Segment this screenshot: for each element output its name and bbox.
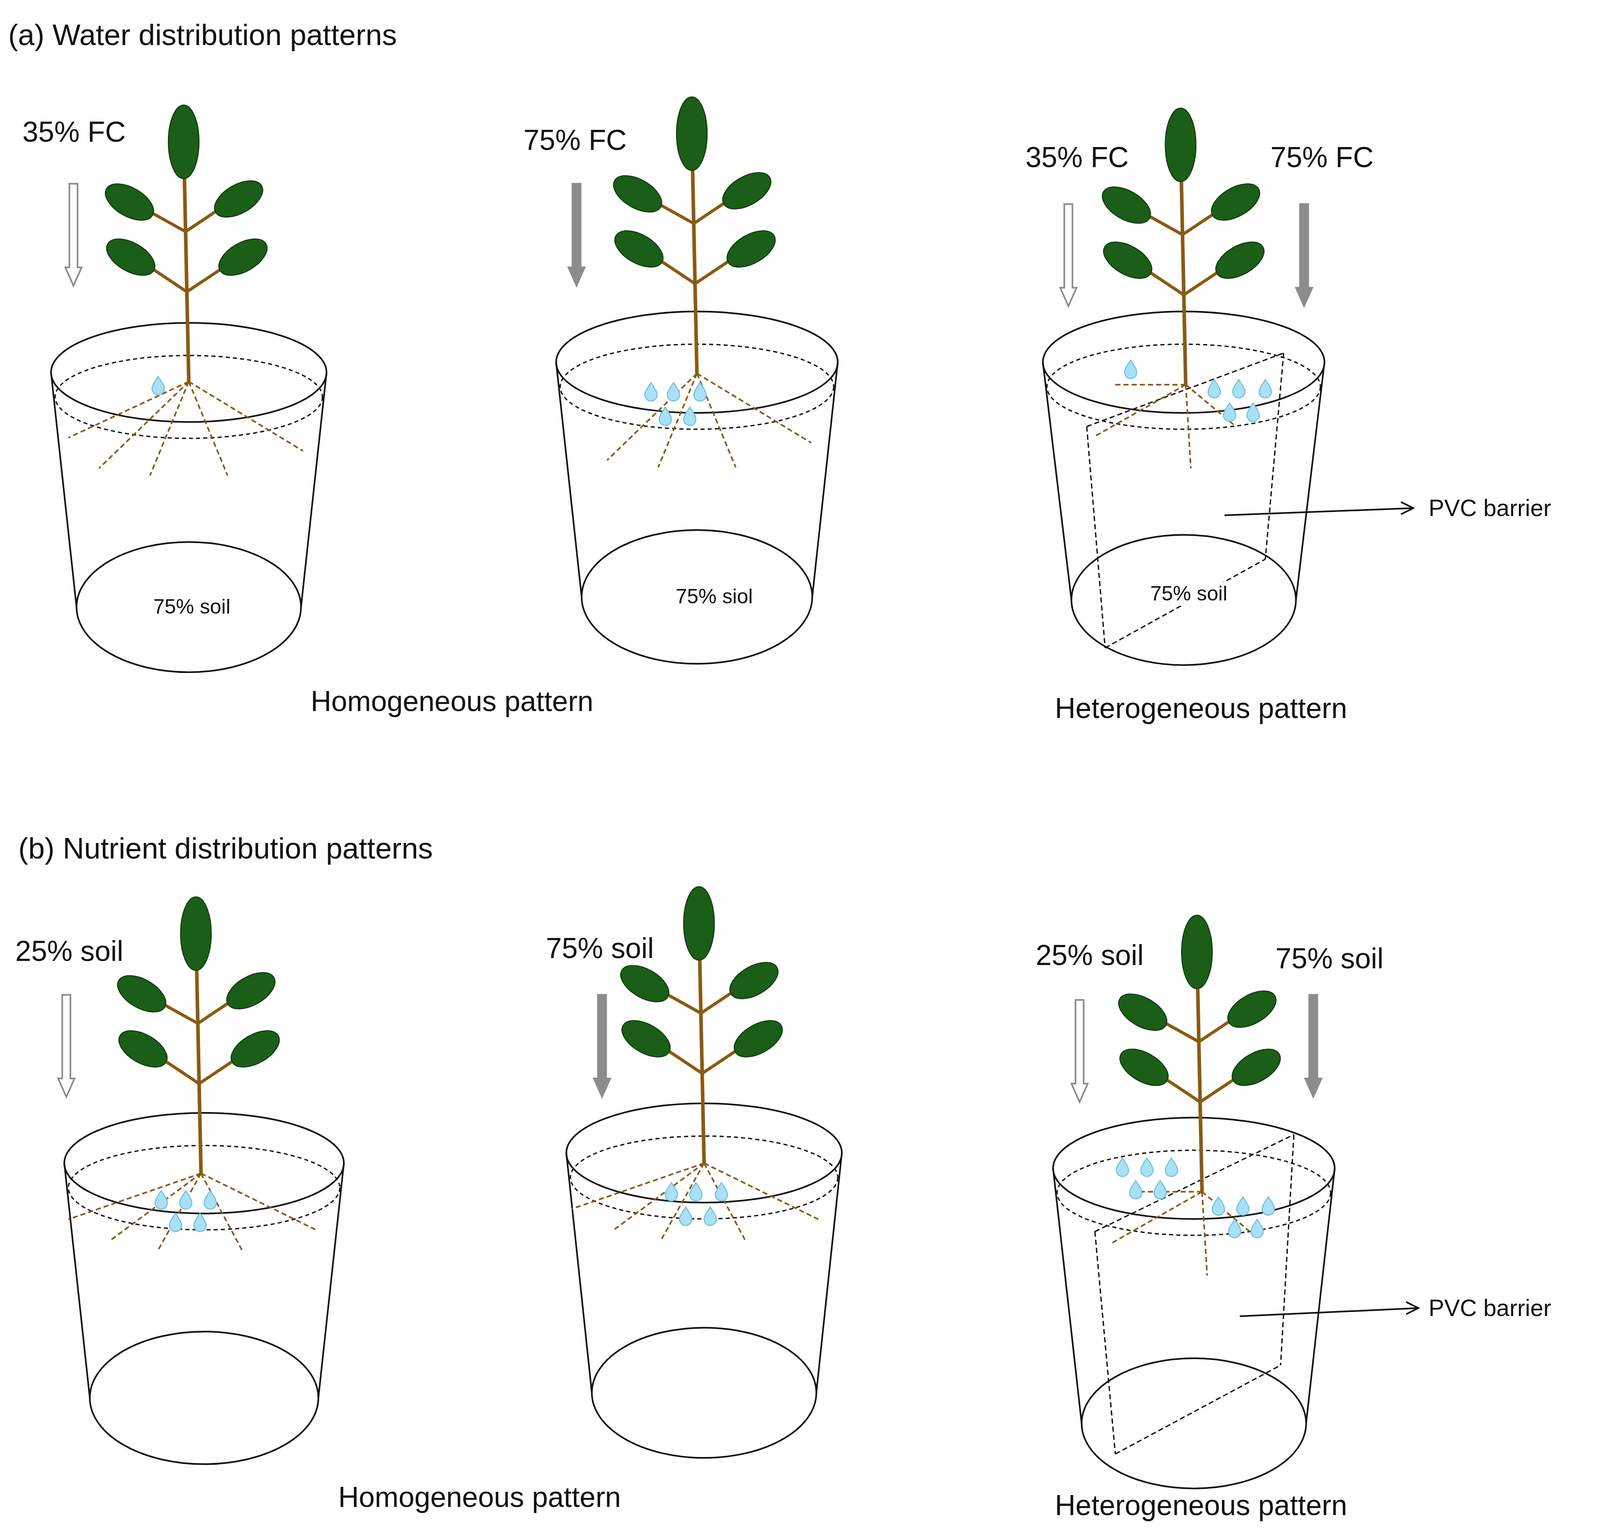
water-drop: [715, 1182, 728, 1202]
hollow-arrow: [65, 183, 82, 286]
hollow-arrow: [58, 994, 75, 1097]
soil-label: 75% soil: [1148, 582, 1230, 606]
leader-arrow: [1224, 508, 1414, 516]
treatment-label: 25% soil: [13, 935, 126, 969]
soil-label: 75% siol: [673, 585, 755, 609]
leader-head: [1400, 502, 1414, 515]
water-drop: [679, 1207, 692, 1226]
filled-arrow: [1305, 994, 1322, 1097]
pvc-barrier: [1086, 353, 1284, 649]
water-drop: [1140, 1158, 1154, 1177]
treatment-label: 35% FC: [20, 116, 128, 150]
panel-heading: (b) Nutrient distribution patterns: [16, 831, 436, 866]
water-drop: [689, 1182, 703, 1202]
filled-arrow: [1296, 203, 1313, 306]
water-drop: [169, 1213, 182, 1232]
water-drop: [1212, 1196, 1225, 1216]
treatment-label: 25% soil: [1033, 939, 1146, 973]
water-drop: [1236, 1196, 1249, 1216]
water-drop: [1228, 1219, 1241, 1238]
panel-heading: (a) Water distribution patterns: [6, 18, 399, 53]
pot: [1053, 1117, 1335, 1489]
pattern-caption: Homogeneous pattern: [308, 685, 596, 719]
pattern-caption: Homogeneous pattern: [336, 1481, 624, 1515]
pattern-caption: Heterogeneous pattern: [1052, 692, 1350, 726]
water-drop: [683, 407, 696, 426]
soil-label: 75% soil: [151, 595, 233, 619]
part-name: PVC barrier: [1426, 494, 1554, 522]
water-drop: [155, 1190, 168, 1210]
water-drop: [1153, 1180, 1167, 1199]
water-drop: [1116, 1158, 1129, 1177]
hollow-arrow: [1071, 999, 1088, 1102]
filled-arrow: [568, 183, 585, 286]
treatment-label: 75% soil: [543, 932, 657, 966]
water-drop: [1124, 360, 1137, 379]
treatment-label: 75% FC: [521, 124, 629, 158]
water-drop: [1262, 1196, 1275, 1216]
water-drop: [1232, 379, 1245, 399]
plant: [607, 97, 812, 468]
plant: [68, 105, 304, 476]
water-drop: [1129, 1180, 1143, 1199]
leader-arrow: [1239, 1308, 1419, 1317]
hollow-arrow: [1060, 203, 1077, 306]
treatment-label: 75% soil: [1273, 942, 1386, 976]
water-drop: [704, 1207, 717, 1226]
treatment-label: 35% FC: [1023, 141, 1131, 175]
water-drop: [644, 382, 658, 402]
water-drop: [693, 382, 707, 402]
water-drop: [151, 376, 165, 395]
water-drop: [1259, 379, 1272, 399]
leader-head: [1406, 1302, 1419, 1315]
part-name: PVC barrier: [1426, 1294, 1554, 1322]
water-drop: [179, 1190, 192, 1210]
water-drop: [193, 1213, 207, 1232]
pvc-barrier: [1094, 1134, 1295, 1455]
water-drop: [1207, 379, 1221, 399]
water-drop: [1223, 403, 1236, 422]
water-drop: [1165, 1158, 1178, 1177]
water-drop: [665, 1182, 678, 1202]
filled-arrow: [593, 994, 611, 1097]
water-drop: [203, 1190, 217, 1210]
water-drop: [667, 382, 680, 402]
pot: [64, 1112, 345, 1465]
treatment-label: 75% FC: [1268, 141, 1376, 175]
water-drop: [659, 407, 672, 426]
water-drop: [1246, 403, 1260, 422]
water-drop: [1250, 1219, 1264, 1238]
pattern-caption: Heterogeneous pattern: [1052, 1489, 1350, 1523]
